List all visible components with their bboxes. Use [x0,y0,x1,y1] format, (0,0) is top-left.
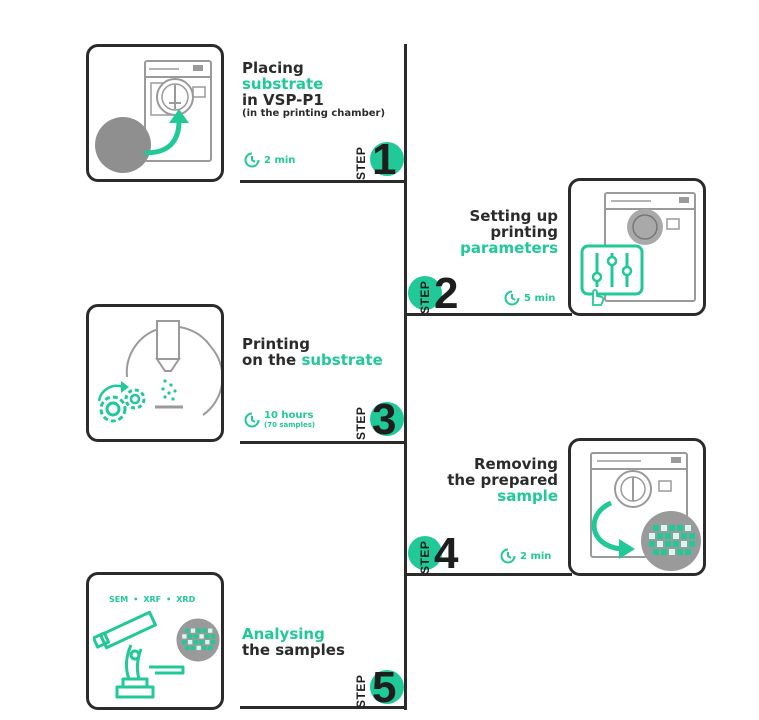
step-badge-circle [408,536,442,570]
step-1-badge: 1 STEP [352,136,404,182]
step-4-title: Removing the prepared sample [447,455,558,505]
step-2-card [568,178,706,316]
sliders-icon [580,244,644,296]
step-4-badge: 4 STEP [406,530,470,576]
step-2-title: Setting up printing parameters [460,207,558,257]
analysis-methods: SEM• XRF• XRD [109,595,196,604]
sample-grid-icon [176,618,220,662]
step-number: 1 [372,135,397,184]
step-1-title: Placing substrate in VSP-P1 (in the prin… [242,59,386,119]
clock-icon [244,412,260,427]
step-word: STEP [354,146,368,180]
step-word: STEP [354,674,368,708]
step-5-card: SEM• XRF• XRD [86,572,224,710]
step-number: 3 [372,395,397,444]
step-4-card [568,438,706,576]
step-word: STEP [354,406,368,440]
clock-icon [244,152,260,168]
step-5-badge: 5 STEP [352,664,404,710]
nozzle-icon [125,320,221,416]
step-3-badge: 3 STEP [352,396,404,442]
step-1-time: 2 min [244,152,295,168]
step-4-time: 2 min [500,548,551,564]
substrate-disc-icon [95,117,151,173]
timeline-branch-4 [406,573,572,576]
curved-arrow-icon [144,109,189,156]
clock-icon [504,290,520,306]
step-badge-circle [370,142,404,176]
timeline-branch-1 [240,180,406,183]
step-word: STEP [418,540,432,574]
timeline-branch-2 [406,313,572,316]
machine-icon [590,452,688,558]
curved-arrow-icon [591,500,635,559]
step-number: 4 [434,529,459,578]
gears-icon [97,381,146,423]
step-1-card [86,44,224,182]
step-badge-circle [370,670,404,704]
timeline-vertical [404,44,407,710]
sample-grid-icon [641,511,701,571]
step-2-time: 5 min [504,290,555,306]
step-5-title: Analysing the samples [242,625,345,659]
step-word: STEP [418,280,432,314]
timeline-branch-5 [240,706,406,709]
timeline-branch-3 [240,441,406,444]
hand-pointer-icon [592,289,605,306]
step-2-badge: 2 STEP [406,270,470,316]
microscope-icon [93,610,185,699]
step-badge-circle [408,276,442,310]
clock-icon [500,548,516,564]
step-badge-circle [370,402,404,436]
step-number: 5 [372,663,397,712]
step-3-time: 10 hours(70 samples) [244,410,315,429]
step-number: 2 [434,269,459,318]
step-3-card [86,304,224,442]
step-3-title: Printing on the substrate [242,335,383,369]
machine-icon [604,192,696,302]
machine-icon [144,60,212,162]
